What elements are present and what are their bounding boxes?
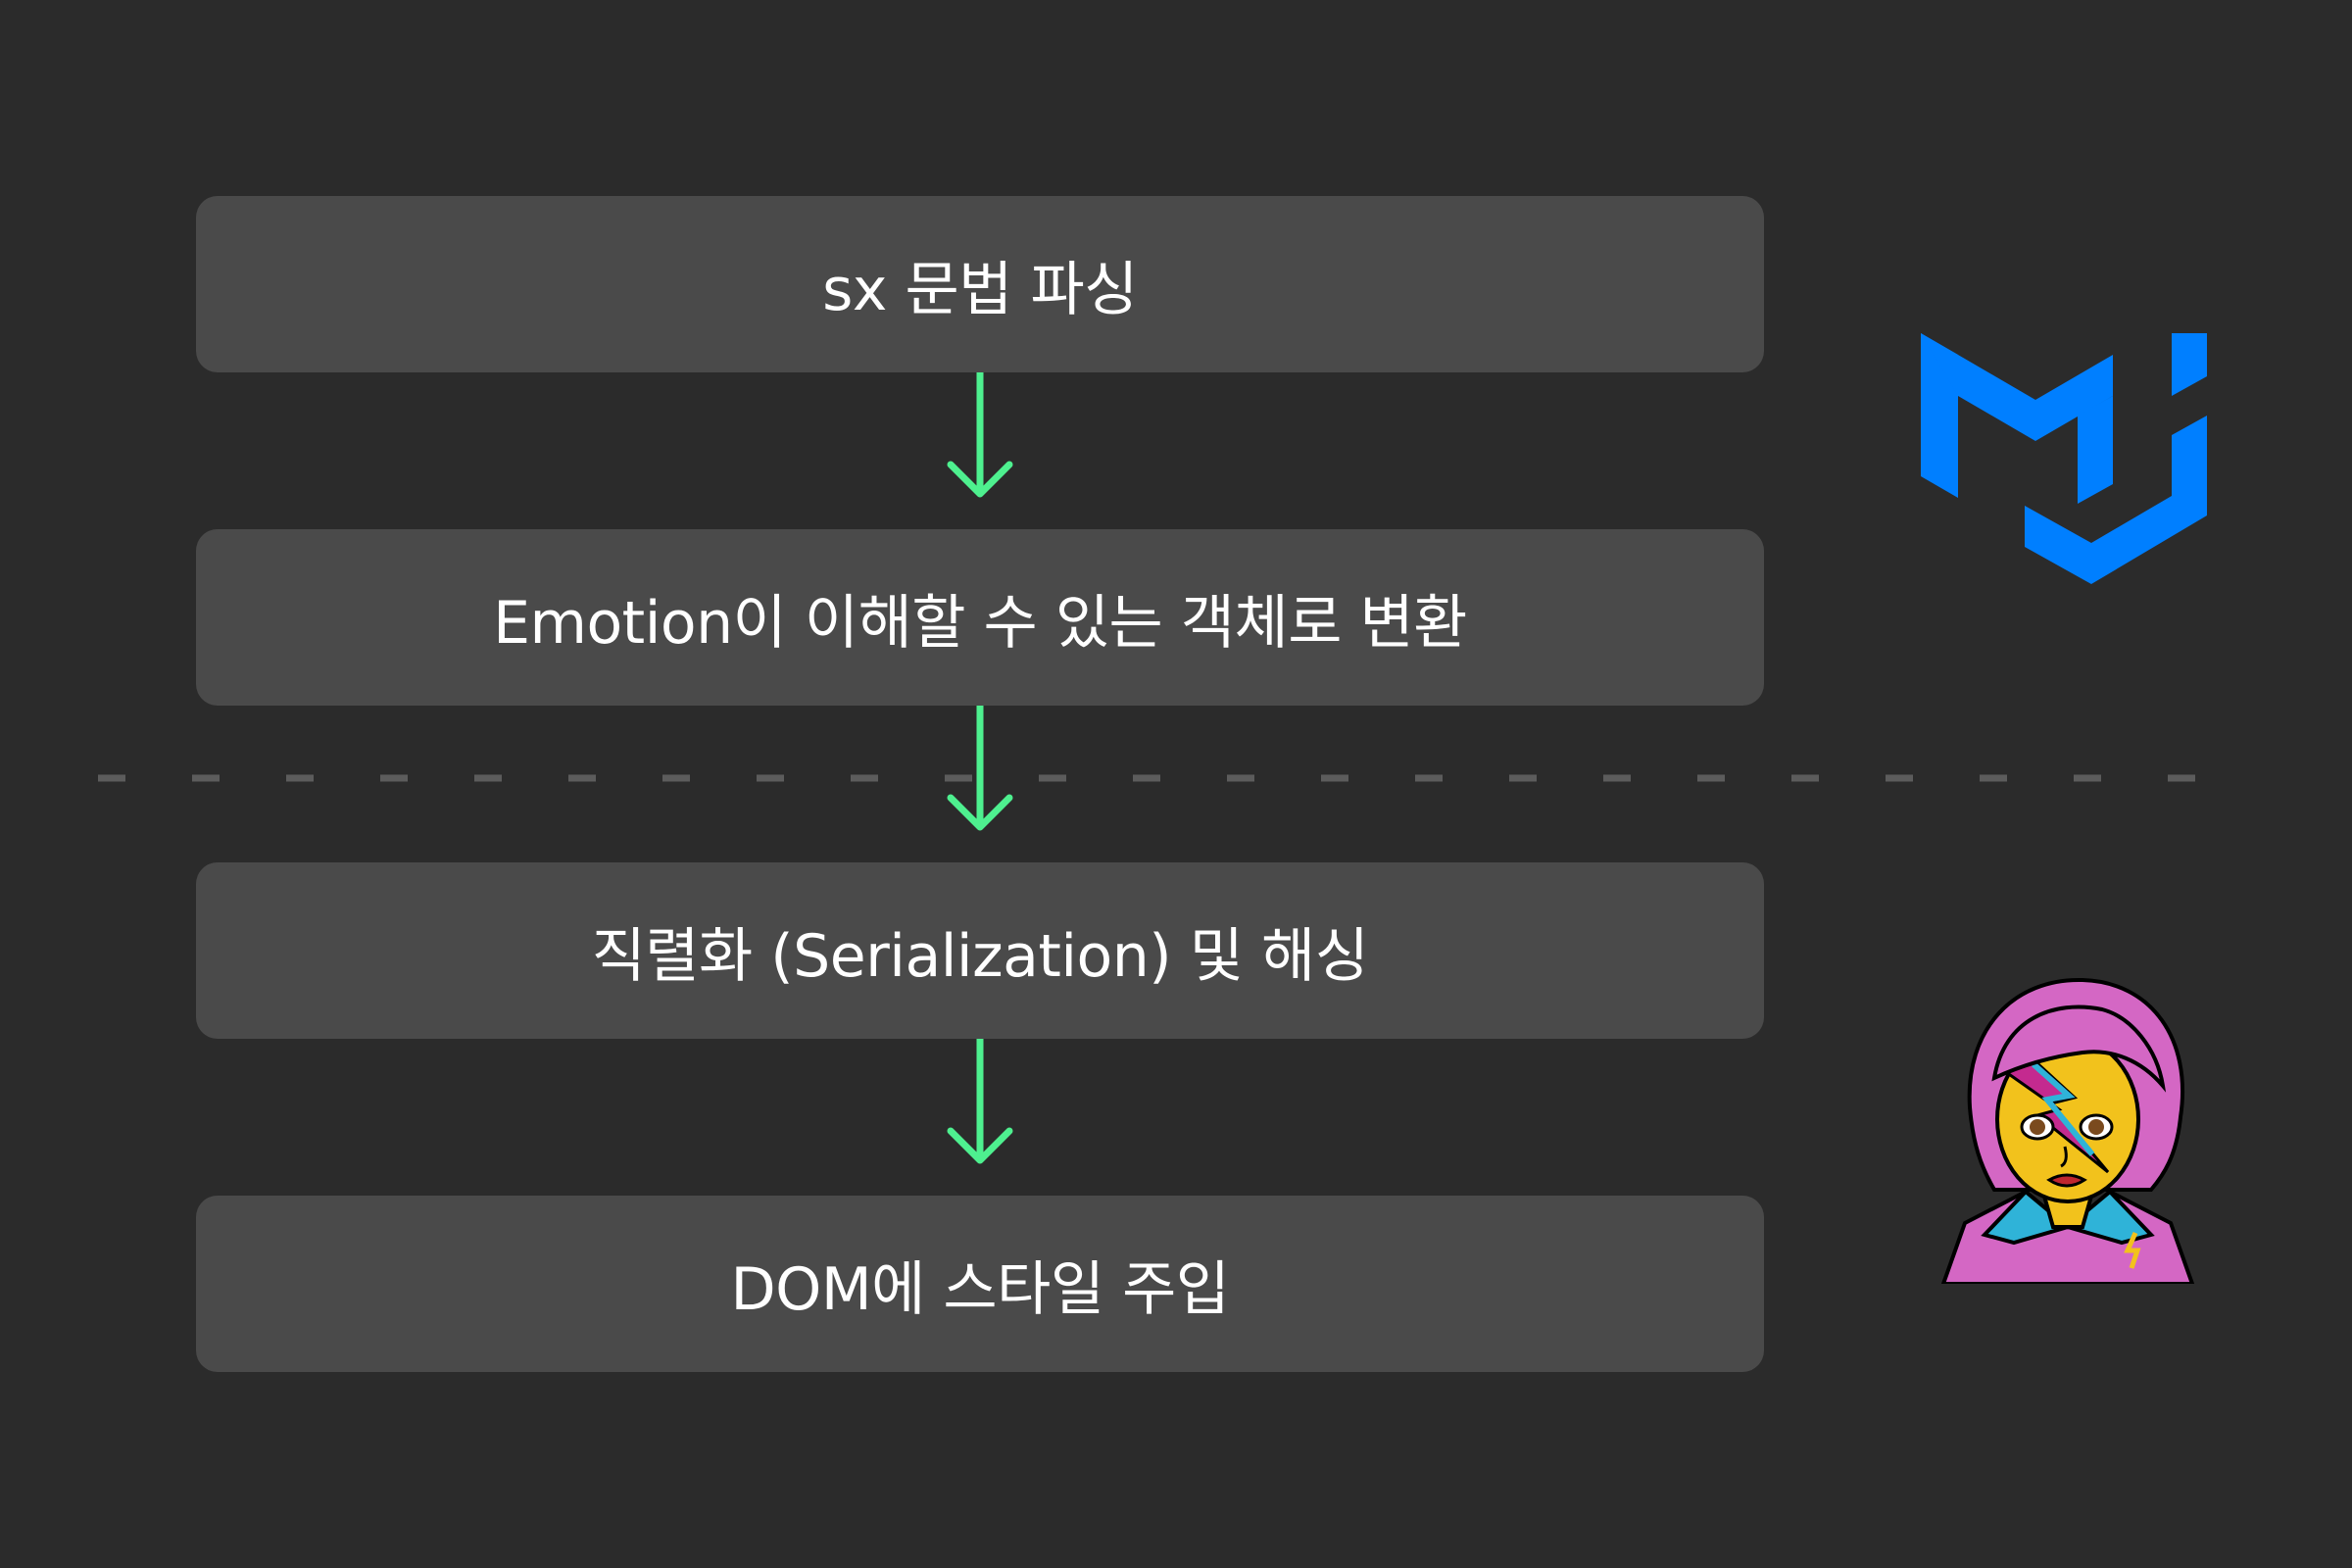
arrow-down-icon — [947, 706, 1013, 831]
step-label-parse-sx: sx 문법 파싱 — [822, 255, 1138, 324]
step-box-convert-object: Emotion이 이해할 수 있는 객체로 변환 — [196, 529, 1764, 706]
step-box-inject-dom: DOM에 스타일 주입 — [196, 1196, 1764, 1372]
step-label-inject-dom: DOM에 스타일 주입 — [730, 1254, 1230, 1324]
emotion-mascot — [1940, 977, 2195, 1284]
step-box-serialize-hash: 직렬화 (Serialization) 및 해싱 — [196, 862, 1764, 1039]
dashed-divider — [98, 774, 2254, 782]
step-label-serialize-hash: 직렬화 (Serialization) 및 해싱 — [591, 921, 1369, 991]
mui-logo — [1921, 333, 2207, 584]
step-box-parse-sx: sx 문법 파싱 — [196, 196, 1764, 372]
arrow-down-icon — [947, 1039, 1013, 1164]
step-label-convert-object: Emotion이 이해할 수 있는 객체로 변환 — [493, 588, 1467, 658]
arrow-down-icon — [947, 372, 1013, 498]
